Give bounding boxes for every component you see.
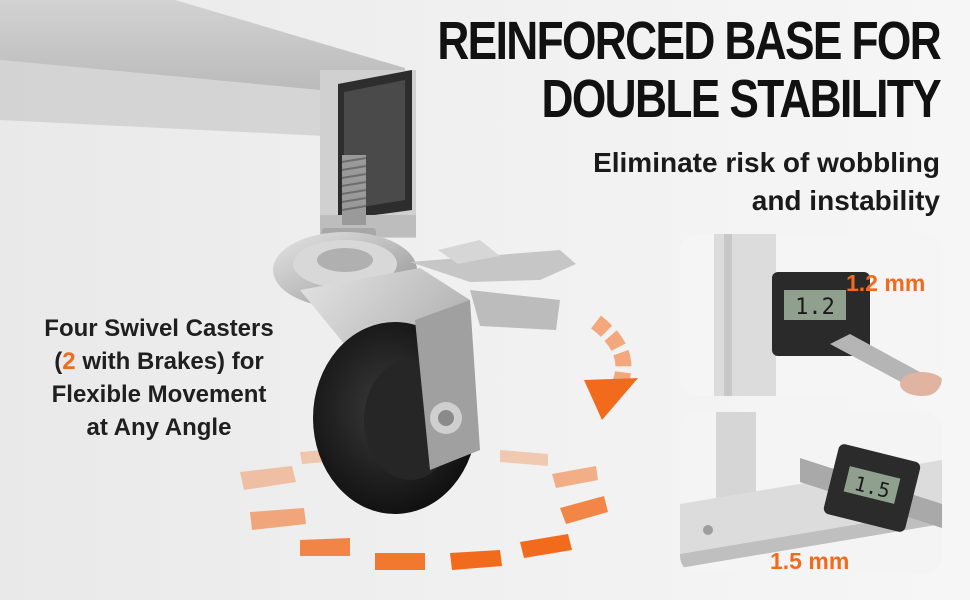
measurement-top-label: 1.2 mm (846, 270, 926, 296)
caster-text-line-2: with Brakes) for (75, 348, 264, 375)
subheadline-line-1: Eliminate risk of wobbling (593, 147, 940, 178)
headline-line-2: DOUBLE STABILITY (541, 69, 941, 129)
measurement-bottom-label: 1.5 mm (770, 548, 850, 574)
brakes-count: 2 (62, 348, 76, 375)
caliper-vertical-illustration: 1.2 (680, 234, 942, 396)
caster-text-paren: ( (54, 348, 63, 375)
caliper-top-display: 1.2 (795, 295, 835, 320)
inset-caliper-base: 1.5 (680, 412, 942, 574)
rotation-ring (240, 448, 608, 570)
caliper-base-illustration: 1.5 (680, 412, 942, 574)
inset-caliper-vertical: 1.2 (680, 234, 942, 396)
headline-line-1: REINFORCED BASE FOR (437, 11, 941, 71)
subheadline-line-2: and instability (751, 185, 940, 216)
rotation-arrow (584, 315, 638, 420)
caster-text-line-3: Flexible Movement (51, 381, 267, 408)
caster-feature-text: Four Swivel Casters (2 with Brakes) for … (14, 312, 304, 444)
headline: REINFORCED BASE FOR DOUBLE STABILITY (437, 11, 941, 129)
rubber-wheel (313, 300, 480, 514)
caster-text-line-4: at Any Angle (86, 414, 232, 441)
caster-text-line-1: Four Swivel Casters (44, 315, 274, 342)
subheadline: Eliminate risk of wobbling and instabili… (593, 144, 940, 220)
